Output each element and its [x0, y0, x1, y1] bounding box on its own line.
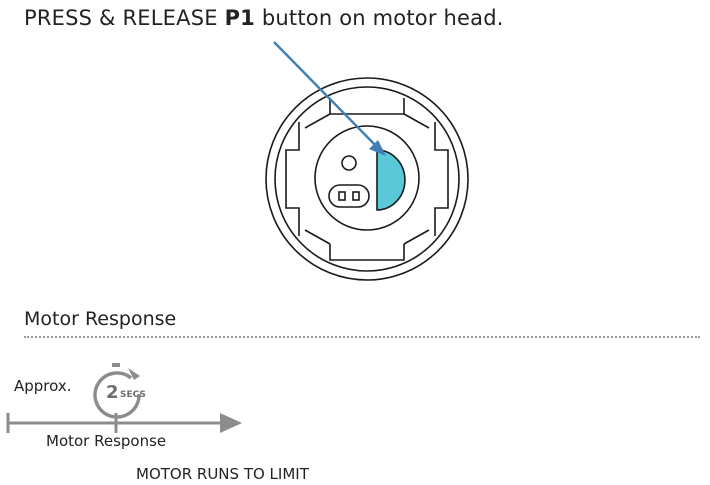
approx-label: Approx. [14, 377, 72, 395]
led-indicator [341, 155, 357, 171]
connector-pin-right [352, 191, 360, 201]
p1-button-name: P1 [224, 6, 255, 30]
result-text: MOTOR RUNS TO LIMIT [136, 465, 309, 483]
section-divider [24, 336, 700, 338]
pointer-arrow-icon [273, 41, 386, 156]
section-title: Motor Response [24, 308, 177, 330]
connector-pin-left [338, 191, 346, 201]
stopwatch-icon: 2 SECS [93, 363, 146, 419]
p1-button [376, 149, 406, 211]
motor-head-inner-ring [274, 86, 460, 272]
timeline-label: Motor Response [46, 432, 167, 450]
instruction-suffix: button on motor head. [254, 6, 504, 30]
instruction-prefix: PRESS & RELEASE [24, 6, 225, 30]
timeline-diagram: 2 SECS [6, 363, 242, 433]
motor-head-diagram [265, 41, 469, 281]
timer-unit: SECS [120, 390, 146, 400]
instruction-text: PRESS & RELEASE P1 button on motor head. [24, 6, 504, 30]
motor-head-face [314, 125, 420, 231]
timeline-arrowhead [220, 413, 242, 433]
timer-value: 2 [106, 382, 119, 403]
motor-head-outer-ring [265, 77, 469, 281]
motor-head-frame [285, 98, 449, 261]
connector-socket [328, 184, 370, 208]
